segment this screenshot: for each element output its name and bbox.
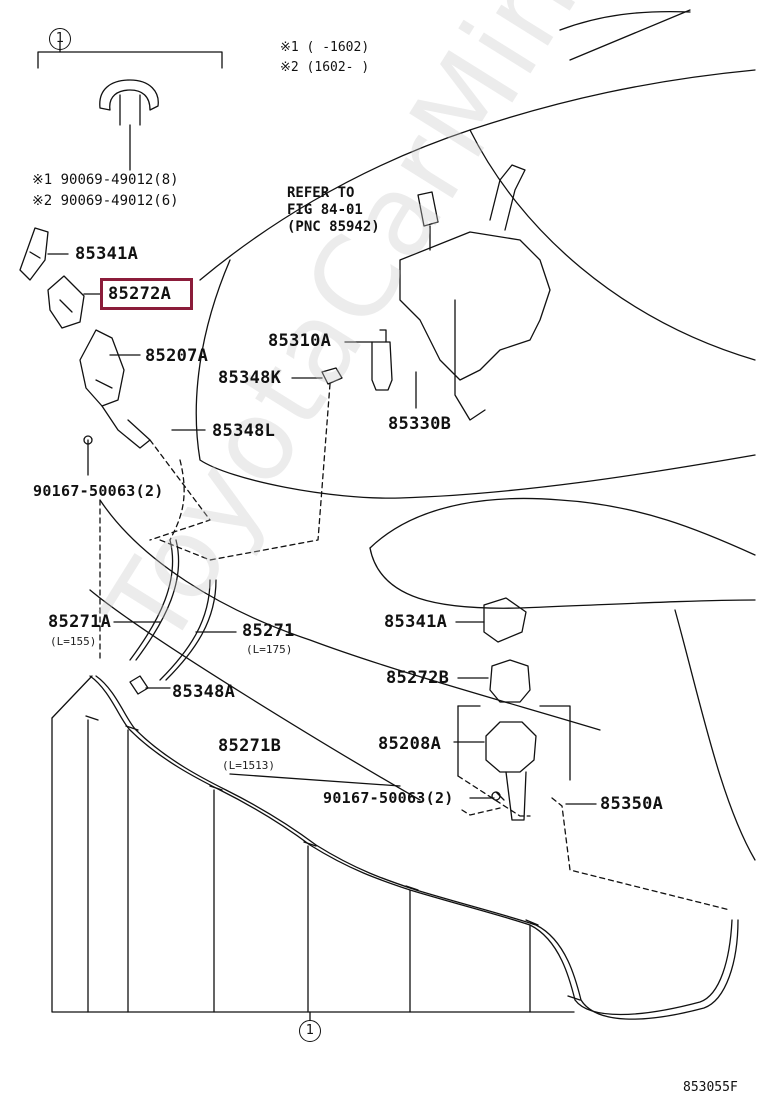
lamp-line	[89, 589, 421, 801]
part-85271B[interactable]: 85271B	[218, 736, 282, 756]
bumper-upper	[195, 259, 756, 499]
part-85341A-bottom[interactable]: 85341A	[384, 612, 448, 632]
part-85330B[interactable]: 85330B	[388, 414, 452, 434]
part-85272B[interactable]: 85272B	[386, 668, 450, 688]
part-85348L[interactable]: 85348L	[212, 421, 276, 441]
nozzle-85208A	[485, 721, 537, 773]
part-85208A[interactable]: 85208A	[378, 734, 442, 754]
clip-part-2[interactable]: ※2 90069-49012(6)	[32, 193, 179, 209]
legend-note-1: ※1 ( -1602)	[280, 40, 370, 55]
figure-code: 853055F	[683, 1080, 738, 1095]
hood-outline	[569, 9, 691, 61]
part-85350A[interactable]: 85350A	[600, 794, 664, 814]
hose-85271	[159, 579, 211, 681]
bumper-edge	[369, 547, 756, 609]
cap-85272B	[489, 659, 531, 703]
cover-85341A	[19, 227, 49, 281]
pump-85310A	[371, 341, 393, 391]
refer-note[interactable]: REFER TO FIG 84-01 (PNC 85942)	[287, 185, 380, 235]
part-85271B-length: (L=1513)	[222, 759, 275, 772]
clip-shape	[99, 79, 159, 111]
part-85271-length: (L=175)	[246, 643, 293, 656]
reservoir-tank	[399, 231, 551, 381]
highlight-box	[100, 278, 193, 310]
legend-note-2: ※2 (1602- )	[280, 60, 370, 75]
hose-85271A	[129, 539, 174, 661]
hose-85271B	[89, 675, 733, 1016]
part-85207A[interactable]: 85207A	[145, 346, 209, 366]
cover-85341A-rear	[483, 597, 527, 643]
part-85271A[interactable]: 85271A	[48, 612, 112, 632]
part-85348K[interactable]: 85348K	[218, 368, 282, 388]
clip-part-1[interactable]: ※1 90069-49012(8)	[32, 172, 179, 188]
hood-line-1	[559, 10, 691, 31]
part-85272A[interactable]: 85272A	[108, 284, 172, 304]
part-85271A-length: (L=155)	[50, 635, 97, 648]
bottom-group-circle: 1	[299, 1020, 321, 1042]
hood-line-2	[199, 69, 756, 281]
part-90167-bottom[interactable]: 90167-50063(2)	[323, 789, 454, 807]
nozzle-85207A	[79, 329, 125, 407]
bumper-lower	[369, 497, 756, 556]
clip-group-circle: 1	[49, 28, 71, 50]
part-85310A[interactable]: 85310A	[268, 331, 332, 351]
part-85341A-top[interactable]: 85341A	[75, 244, 139, 264]
part-85348A[interactable]: 85348A	[172, 682, 236, 702]
clip-bracket	[37, 51, 223, 69]
fender-line	[469, 129, 756, 361]
part-85271[interactable]: 85271	[242, 621, 295, 641]
bumper-curve	[674, 609, 756, 861]
part-90167-top[interactable]: 90167-50063(2)	[33, 482, 164, 500]
cap-85272A	[47, 275, 85, 329]
